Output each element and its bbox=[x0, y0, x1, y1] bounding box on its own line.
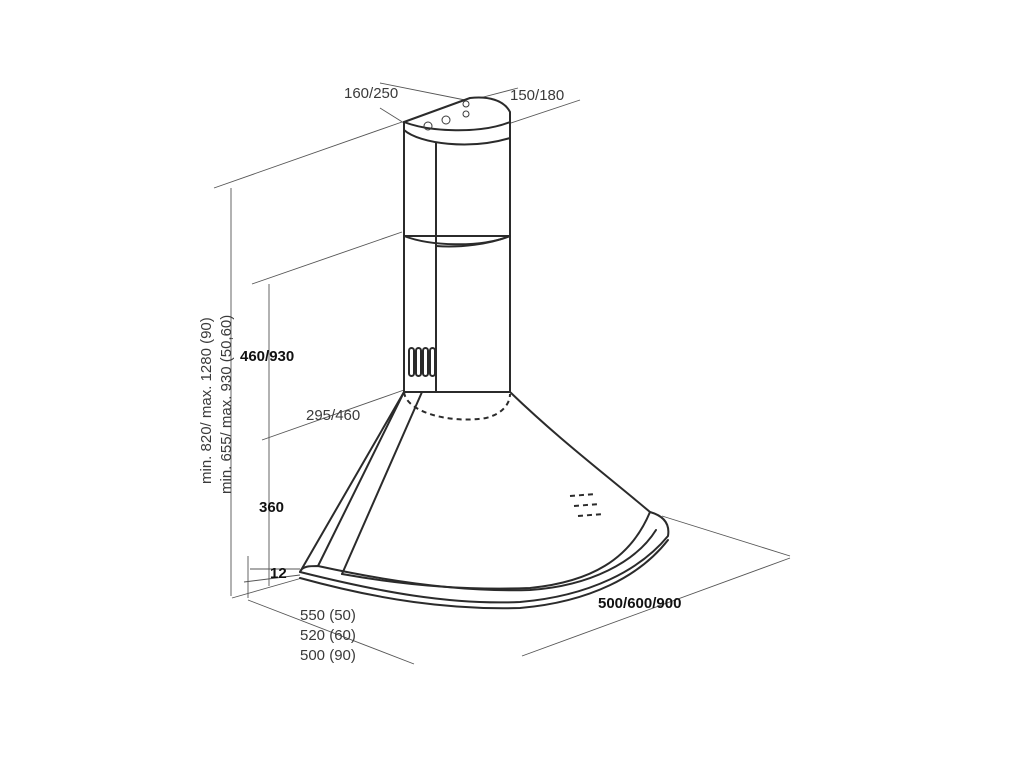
height-range-label-2: min. 655/ max. 930 (50,60) bbox=[218, 314, 235, 494]
lower-chimney-label: 295/460 bbox=[306, 407, 361, 424]
chimney bbox=[403, 96, 511, 421]
upper-chimney-label: 460/930 bbox=[240, 348, 295, 365]
depth-label-3: 500 (90) bbox=[300, 647, 356, 664]
depth-label-2: 520 (60) bbox=[300, 627, 356, 644]
depth-label-1: 550 (50) bbox=[300, 607, 356, 624]
canopy bbox=[299, 391, 670, 610]
dimension-lines bbox=[213, 82, 791, 665]
canopy-height-label: 360 bbox=[259, 499, 285, 516]
height-range-label-1: min. 820/ max. 1280 (90) bbox=[198, 317, 215, 484]
pipe-width-label: 160/250 bbox=[344, 85, 399, 102]
pipe-depth-label: 150/180 bbox=[510, 87, 565, 104]
vent-slots bbox=[408, 347, 436, 377]
control-buttons bbox=[569, 493, 605, 517]
rim-label: 12 bbox=[270, 565, 287, 582]
width-label: 500/600/900 bbox=[598, 595, 682, 612]
